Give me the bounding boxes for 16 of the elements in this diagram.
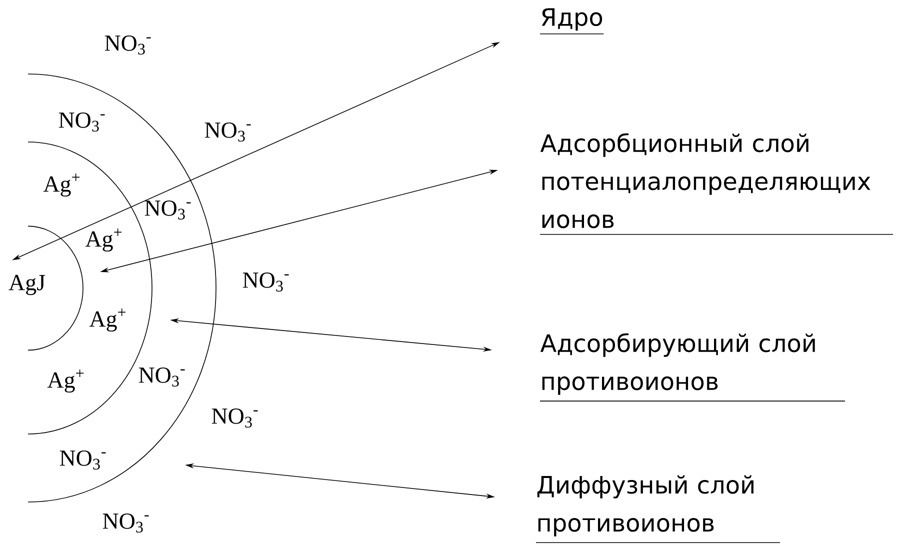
ion-label: NO$_{3}$-	[138, 367, 185, 387]
ion-label: NO$_{3}$-	[102, 513, 149, 533]
ion-label: NO$_{3}$-	[60, 450, 106, 470]
layer-label: Ядро	[540, 8, 604, 34]
ion-label: NO$_{3}$-	[144, 200, 191, 220]
ion-label: NO$_{3}$-	[104, 35, 151, 55]
ion-label: AgJ	[8, 274, 46, 296]
layer-label: Адсорбирующий слой противоионов	[540, 333, 846, 402]
ion-label: NO$_{3}$-	[242, 272, 289, 292]
ion-label: NO$_{3}$-	[204, 122, 251, 142]
ion-label: NO$_{3}$-	[212, 408, 258, 428]
ion-label: Ag$^{+}$	[43, 173, 80, 197]
ion-label: Ag$^{+}$	[85, 228, 122, 252]
layer-label: Адсорбционный слой потенциалопределяющих ионов	[540, 133, 894, 235]
layer-label: Диффузный слой противоионов	[536, 475, 780, 544]
ion-label: NO$_{3}$-	[58, 112, 105, 132]
